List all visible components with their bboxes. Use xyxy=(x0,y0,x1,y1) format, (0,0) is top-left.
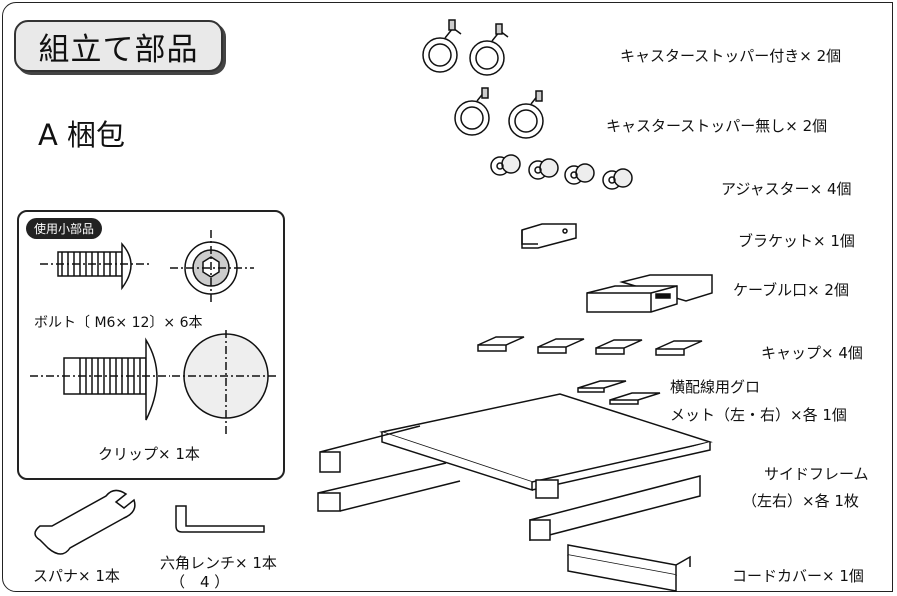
hex-wrench-label: 六角レンチ× 1本 xyxy=(160,554,277,572)
hex-wrench-icon xyxy=(175,505,265,533)
adjuster-icon xyxy=(490,154,633,190)
package-label: A 梱包 xyxy=(38,118,126,152)
side-frame-label-line1: サイドフレーム xyxy=(764,465,869,483)
side-frame-label-line2: （左右）×各 1枚 xyxy=(742,492,859,510)
bracket-icon xyxy=(521,223,577,249)
bolt-label: ボルト〔 M6× 12〕× 6本 xyxy=(34,315,203,331)
adjuster-label: アジャスター× 4個 xyxy=(721,180,852,198)
small-parts-panel xyxy=(17,210,285,480)
small-parts-tag: 使用小部品 xyxy=(26,218,103,239)
clip-icon xyxy=(30,337,170,421)
cord-cover-label: コードカバー× 1個 xyxy=(732,567,864,585)
bolt-head-icon xyxy=(170,230,254,304)
cable-port-label: ケーブル口× 2個 xyxy=(733,281,849,299)
grommet-icon xyxy=(577,380,661,405)
spanner-icon xyxy=(34,489,136,555)
clip-head-icon xyxy=(172,330,278,434)
hex-wrench-size: （ 4 ） xyxy=(170,573,230,591)
caster-with-stopper-label: キャスターストッパー付き× 2個 xyxy=(620,47,842,65)
bolt-icon xyxy=(40,242,150,291)
cable-port-icon xyxy=(586,274,713,313)
clip-label: クリップ× 1本 xyxy=(98,445,200,463)
bracket-label: ブラケット× 1個 xyxy=(738,232,855,250)
caster-without-stopper-icon xyxy=(454,87,544,139)
cap-icon xyxy=(477,336,703,356)
caster-with-stopper-icon xyxy=(422,19,509,76)
grommet-label-line1: 横配線用グロ xyxy=(670,378,761,396)
cord-cover-icon xyxy=(567,544,691,592)
cap-label: キャップ× 4個 xyxy=(761,344,863,362)
spanner-label: スパナ× 1本 xyxy=(33,567,120,585)
page-title: 組立て部品 xyxy=(14,20,223,72)
caster-without-stopper-label: キャスターストッパー無し× 2個 xyxy=(606,117,828,135)
side-frame-icon xyxy=(317,393,713,541)
grommet-label-line2: メット（左・右）×各 1個 xyxy=(670,406,847,424)
